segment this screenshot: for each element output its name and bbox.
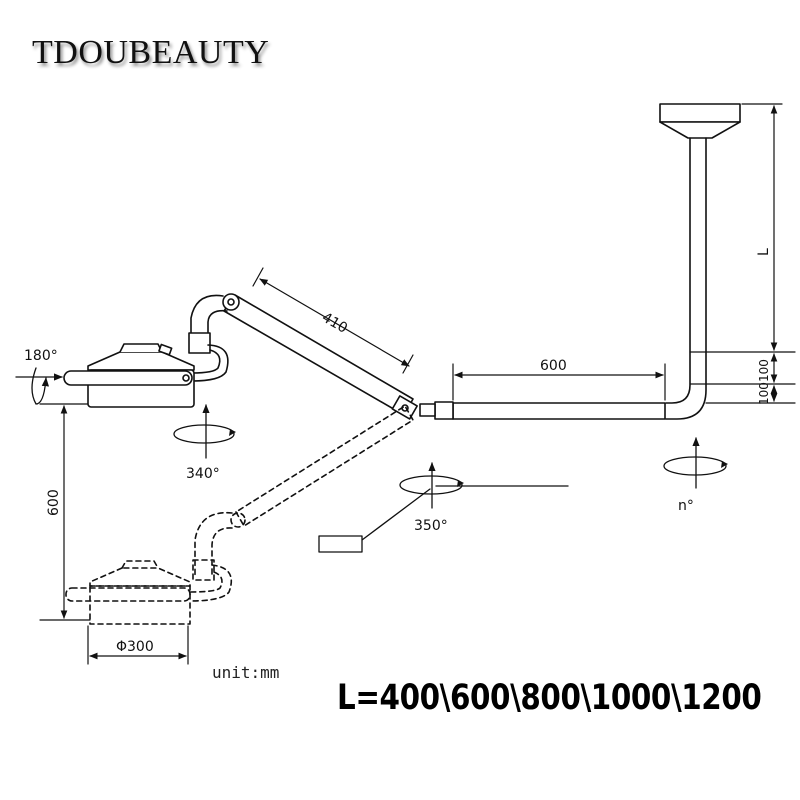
vertical-column [665, 137, 707, 420]
dim-arm-length-label: 410 [319, 310, 350, 337]
rotation-lamp-spin-icon [173, 404, 236, 459]
horizontal-arm [419, 401, 666, 420]
dim-ceiling-length-label: L [756, 248, 772, 256]
dim-arm-length [252, 267, 414, 374]
rotation-lamp-spin-label: 340° [186, 466, 220, 482]
rotation-lamp-tilt-label: 180° [24, 348, 58, 364]
rotation-joint-spin-label: 350° [414, 518, 448, 534]
rotation-column-spin-label: n° [678, 498, 694, 514]
upper-spring-arm [188, 293, 418, 420]
dim-drop-height [39, 403, 91, 621]
lower-spring-arm-dashed [189, 405, 414, 602]
lower-lamp-head-dashed [65, 560, 191, 625]
ceiling-mount [659, 103, 741, 139]
length-options: L=400\600\800\1000\1200 [337, 678, 762, 718]
dim-segment-b-label: 100 [757, 382, 771, 405]
rotation-column-spin-icon [663, 437, 728, 489]
dim-segment-a-label: 100 [757, 359, 771, 382]
dim-lamp-diameter-label: Φ300 [116, 639, 154, 655]
dim-ceiling-length [705, 103, 796, 404]
upper-lamp-head [63, 343, 195, 408]
rotation-joint-spin-icon [318, 462, 569, 553]
rotation-lamp-tilt-icon [15, 367, 63, 405]
dim-horizontal [452, 363, 666, 401]
dim-lamp-diameter [87, 625, 189, 665]
brand-watermark: TDOUBEAUTY [32, 34, 270, 71]
dim-drop-height-label: 600 [46, 489, 62, 516]
unit-note: unit:mm [212, 663, 280, 682]
dim-horizontal-label: 600 [540, 358, 567, 374]
